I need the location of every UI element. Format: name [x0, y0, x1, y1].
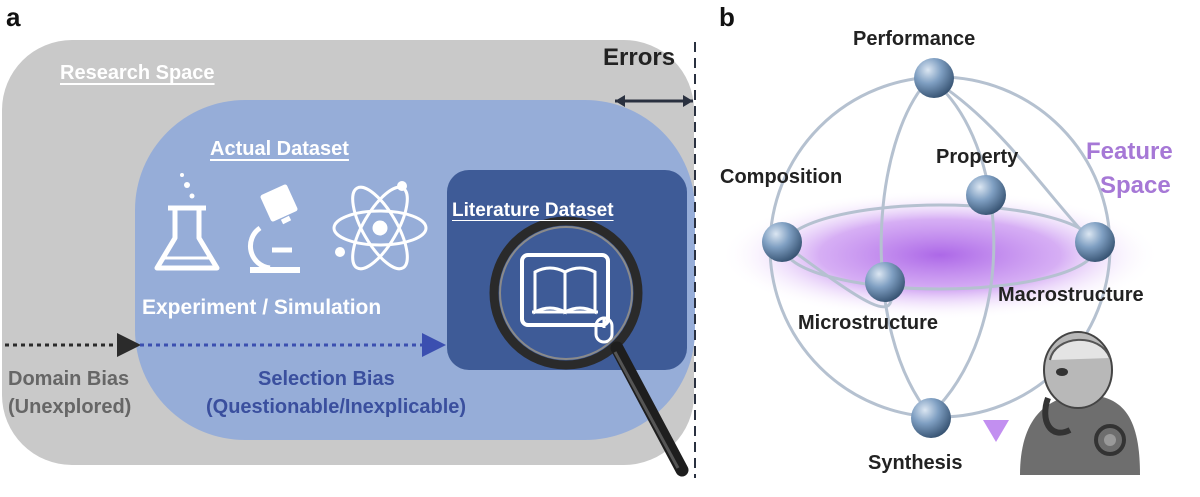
experiment-simulation-label: Experiment / Simulation — [142, 296, 382, 319]
property-label: Property — [936, 146, 1019, 168]
node-composition — [762, 222, 802, 262]
domain-bias-sublabel: (Unexplored) — [8, 396, 132, 418]
node-macrostructure — [1075, 222, 1115, 262]
node-synthesis — [911, 398, 951, 438]
panel-b-label: b — [719, 2, 735, 32]
research-space-label: Research Space — [60, 62, 215, 84]
book-icon — [520, 253, 610, 327]
feature-space-glow — [720, 190, 1160, 320]
node-microstructure — [865, 262, 905, 302]
node-performance — [914, 58, 954, 98]
literature-dataset-label: Literature Dataset — [452, 200, 614, 221]
panel-a-label: a — [6, 2, 21, 32]
microscope-icon — [248, 184, 300, 273]
domain-bias-label: Domain Bias — [8, 368, 130, 390]
actual-dataset-label: Actual Dataset — [210, 138, 349, 160]
performance-label: Performance — [853, 28, 976, 50]
atom-icon — [332, 181, 428, 271]
macrostructure-label: Macrostructure — [998, 284, 1144, 306]
feature-space-label: Feature — [1086, 138, 1173, 165]
microstructure-label: Microstructure — [798, 312, 939, 334]
robot-thinker-icon — [1020, 331, 1140, 475]
mouse-icon — [594, 316, 614, 344]
selection-bias-sublabel: (Questionable/Inexplicable) — [206, 396, 467, 418]
flask-icon — [154, 173, 220, 271]
magnifier-icon — [489, 216, 689, 477]
composition-label: Composition — [720, 166, 843, 188]
selection-bias-label: Selection Bias — [258, 368, 395, 390]
synthesis-label: Synthesis — [868, 452, 963, 474]
feature-space-sublabel: Space — [1100, 172, 1171, 199]
errors-label: Errors — [603, 44, 676, 71]
down-arrow-icon — [983, 305, 1009, 442]
node-property — [966, 175, 1006, 215]
